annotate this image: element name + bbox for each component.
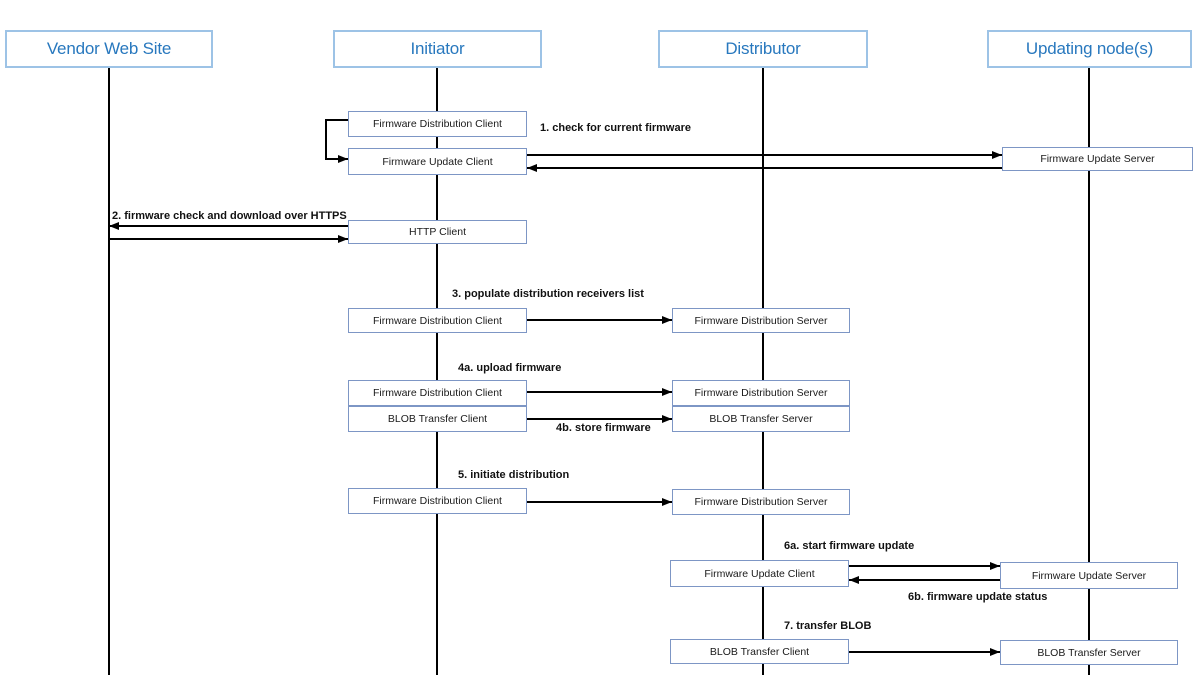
node-label-firmware-distribution-client-4: Firmware Distribution Client bbox=[373, 387, 502, 399]
actor-label-vendor-web-site: Vendor Web Site bbox=[46, 39, 172, 58]
node-label-firmware-update-server-1: Firmware Update Server bbox=[1040, 153, 1155, 165]
node-blob-transfer-server-4: BLOB Transfer Server bbox=[672, 406, 850, 432]
lifeline-initiator bbox=[436, 68, 438, 675]
node-label-firmware-distribution-server-3: Firmware Distribution Server bbox=[694, 314, 828, 327]
self-elbow-initiator-line bbox=[325, 119, 348, 160]
actor-label-updating-nodes: Updating node(s) bbox=[1025, 39, 1154, 58]
node-firmware-distribution-server-5: Firmware Distribution Server bbox=[672, 489, 850, 515]
arrow-6b-arrowhead-icon bbox=[849, 576, 859, 584]
node-firmware-update-server-6: Firmware Update Server bbox=[1000, 562, 1178, 589]
node-firmware-update-client-6: Firmware Update Client bbox=[670, 560, 849, 587]
node-label-firmware-update-client-1: Firmware Update Client bbox=[382, 155, 493, 168]
node-firmware-distribution-server-4: Firmware Distribution Server bbox=[672, 380, 850, 406]
node-label-firmware-distribution-client-3: Firmware Distribution Client bbox=[373, 314, 502, 327]
node-label-firmware-update-server-6: Firmware Update Server bbox=[1031, 569, 1147, 582]
lifeline-distributor bbox=[762, 68, 764, 675]
node-label-firmware-distribution-server-4: Firmware Distribution Server bbox=[694, 387, 828, 399]
arrow-5-arrowhead-icon bbox=[662, 498, 672, 506]
node-firmware-update-client-1: Firmware Update Client bbox=[348, 148, 527, 175]
message-label-msg-5: 5. initiate distribution bbox=[458, 469, 570, 481]
message-label-msg-3: 3. populate distribution receivers list bbox=[452, 288, 644, 300]
actor-label-distributor: Distributor bbox=[725, 39, 801, 58]
arrow-4b-arrowhead-icon bbox=[662, 415, 672, 423]
message-label-msg-6a: 6a. start firmware update bbox=[784, 540, 915, 552]
arrow-1-request-arrowhead-icon bbox=[992, 151, 1002, 159]
message-label-msg-6b: 6b. firmware update status bbox=[908, 591, 1048, 603]
node-firmware-distribution-client-5: Firmware Distribution Client bbox=[348, 488, 527, 514]
lifeline-vendor-web-site bbox=[108, 68, 110, 675]
node-blob-transfer-server-7: BLOB Transfer Server bbox=[1000, 640, 1178, 665]
arrow-3-arrowhead-icon bbox=[662, 316, 672, 324]
message-label-msg-7: 7. transfer BLOB bbox=[784, 620, 872, 632]
node-label-http-client: HTTP Client bbox=[409, 226, 466, 238]
message-label-msg-1: 1. check for current firmware bbox=[540, 122, 692, 134]
arrow-2-response-arrowhead-icon bbox=[109, 222, 119, 230]
node-firmware-distribution-client-3: Firmware Distribution Client bbox=[348, 308, 527, 333]
arrow-2-request-arrowhead-icon bbox=[338, 235, 348, 243]
message-label-msg-4a: 4a. upload firmware bbox=[458, 362, 562, 374]
actor-updating-nodes: Updating node(s) bbox=[987, 30, 1192, 68]
message-label-msg-2: 2. firmware check and download over HTTP… bbox=[112, 210, 347, 222]
node-firmware-distribution-client-4: Firmware Distribution Client bbox=[348, 380, 527, 406]
actor-initiator: Initiator bbox=[333, 30, 542, 68]
node-label-firmware-distribution-client-5: Firmware Distribution Client bbox=[373, 495, 502, 507]
node-blob-transfer-client-4: BLOB Transfer Client bbox=[348, 406, 527, 432]
node-firmware-distribution-client-1: Firmware Distribution Client bbox=[348, 111, 527, 137]
node-blob-transfer-client-7: BLOB Transfer Client bbox=[670, 639, 849, 664]
node-label-firmware-update-client-6: Firmware Update Client bbox=[704, 567, 815, 580]
arrow-4a-arrowhead-icon bbox=[662, 388, 672, 396]
lifeline-updating-nodes bbox=[1088, 68, 1090, 675]
arrow-6a-arrowhead-icon bbox=[990, 562, 1000, 570]
node-label-blob-transfer-server-7: BLOB Transfer Server bbox=[1037, 646, 1141, 659]
node-firmware-update-server-1: Firmware Update Server bbox=[1002, 147, 1193, 171]
actor-vendor-web-site: Vendor Web Site bbox=[5, 30, 213, 68]
self-elbow-initiator-arrowhead-icon bbox=[338, 155, 348, 163]
node-label-blob-transfer-client-7: BLOB Transfer Client bbox=[709, 645, 810, 658]
node-http-client: HTTP Client bbox=[348, 220, 527, 244]
node-label-firmware-distribution-server-5: Firmware Distribution Server bbox=[694, 496, 828, 508]
message-label-msg-4b: 4b. store firmware bbox=[556, 422, 651, 434]
actor-label-initiator: Initiator bbox=[410, 39, 465, 58]
node-label-blob-transfer-client-4: BLOB Transfer Client bbox=[387, 413, 488, 425]
node-label-firmware-distribution-client-1: Firmware Distribution Client bbox=[373, 118, 502, 130]
arrow-7-arrowhead-icon bbox=[990, 648, 1000, 656]
actor-distributor: Distributor bbox=[658, 30, 868, 68]
node-label-blob-transfer-server-4: BLOB Transfer Server bbox=[709, 413, 813, 425]
arrow-1-response-arrowhead-icon bbox=[527, 164, 537, 172]
node-firmware-distribution-server-3: Firmware Distribution Server bbox=[672, 308, 850, 333]
